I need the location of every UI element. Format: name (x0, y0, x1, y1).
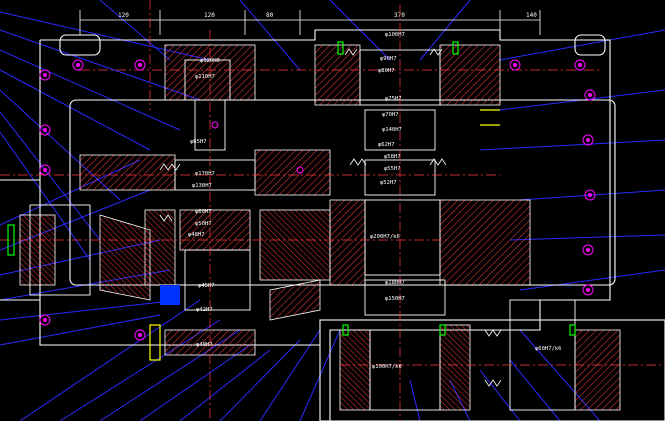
callout-11: φ55H7 (384, 166, 401, 172)
bolt-holes (39, 59, 596, 341)
callout-18: φ50H7 (195, 221, 212, 227)
callout-26: φ150H7 (385, 296, 405, 302)
callout-13: φ65H7 (190, 139, 207, 145)
dim-1: 120 (118, 12, 129, 19)
callout-25: φ180H7 (385, 280, 405, 286)
callout-12: φ52H7 (380, 180, 397, 186)
callout-14: φ200H7/k6 (370, 234, 400, 240)
callout-22: φ40H7 (196, 342, 213, 348)
callout-2: φ110H7 (195, 74, 215, 80)
callout-6: φ75H7 (385, 96, 402, 102)
callout-3: φ100H7 (385, 32, 405, 38)
callout-19: φ48H7 (188, 232, 205, 238)
dim-2: 120 (204, 12, 215, 19)
callout-8: φ140H7 (382, 127, 402, 133)
callout-9: φ62H7 (378, 142, 395, 148)
callout-5: φ80H7 (378, 68, 395, 74)
bearing-rollers (159, 48, 502, 387)
callout-23: φ100H7/k6 (372, 364, 402, 370)
callout-20: φ45H7 (198, 283, 215, 289)
callout-1: φ120H8 (200, 58, 220, 64)
dim-5: 140 (526, 12, 537, 19)
dim-3: 80 (266, 12, 274, 19)
callout-21: φ42H7 (196, 307, 213, 313)
callout-4: φ90H7 (380, 56, 397, 62)
hatched-sections (19, 44, 621, 411)
callout-15: φ170H7 (195, 171, 215, 177)
dim-4: 370 (394, 12, 405, 19)
callout-7: φ70H7 (382, 112, 399, 118)
top-dimension-line (79, 10, 541, 35)
callout-16: φ130H7 (192, 183, 212, 189)
highlight-block (160, 285, 180, 305)
callout-10: φ58H7 (384, 154, 401, 160)
callout-24: φ60H7/k6 (535, 346, 562, 352)
callout-17: φ60H7 (195, 209, 212, 215)
seal-accents (7, 41, 576, 361)
